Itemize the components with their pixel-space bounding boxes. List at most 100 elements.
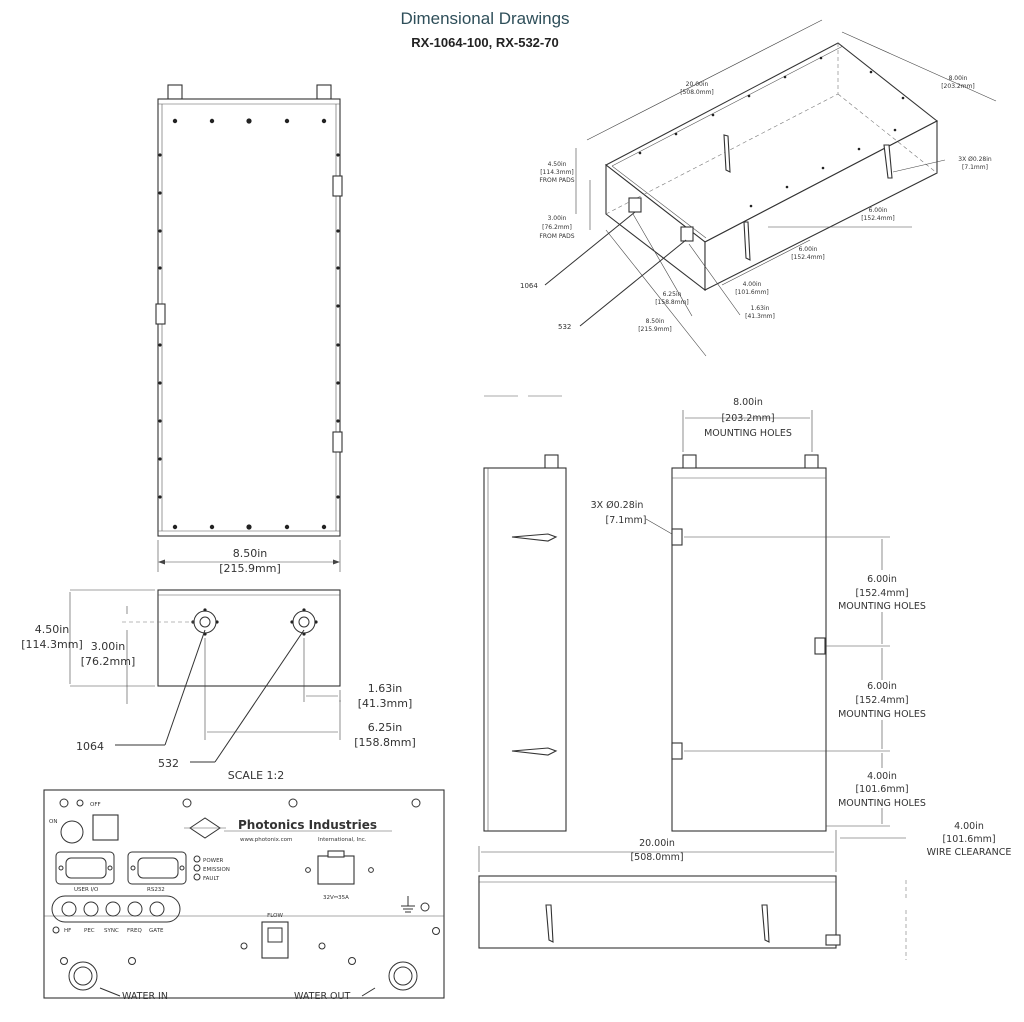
off-label: OFF <box>90 802 101 808</box>
top-width-mm: [215.9mm] <box>219 562 281 575</box>
bnc-pec-label: PEC <box>84 928 95 934</box>
side-hole-end-note: MOUNTING HOLES <box>838 798 926 809</box>
bnc-sync-label: SYNC <box>104 928 119 934</box>
usb-port <box>92 814 119 841</box>
front-port-height-mm: [76.2mm] <box>81 655 136 668</box>
iso-width-mm: [203.2mm] <box>941 83 975 90</box>
iso-length-mm: [508.0mm] <box>680 89 714 96</box>
drawing-title: Dimensional Drawings <box>400 9 570 28</box>
iso-port-spacing-inch: 6.25in <box>663 291 682 298</box>
iso-holes-mm: [7.1mm] <box>962 164 988 171</box>
water-out-label: WATER OUT <box>294 991 350 1002</box>
wire-clearance-mm: [101.6mm] <box>942 834 995 845</box>
company-name: Photonics Industries <box>238 818 377 832</box>
side-spacing-b-note: MOUNTING HOLES <box>838 709 926 720</box>
side-width-inch: 8.00in <box>733 397 763 408</box>
iso-port-height-mm: [76.2mm] <box>542 224 572 231</box>
key-switch <box>60 820 84 844</box>
scale-label: SCALE 1:2 <box>228 769 284 782</box>
top-width-inch: 8.50in <box>233 547 268 560</box>
water-fitting-right <box>316 84 332 100</box>
bottom-length-inch: 20.00in <box>639 838 675 849</box>
bottom-length-mm: [508.0mm] <box>630 852 683 863</box>
side-spacing-a-inch: 6.00in <box>867 574 897 585</box>
side-spacing-a-mm: [152.4mm] <box>855 588 908 599</box>
flow-switch <box>261 921 289 959</box>
iso-label-1064: 1064 <box>520 282 538 290</box>
iso-label-532: 532 <box>558 323 571 331</box>
front-port-spacing-mm: [158.8mm] <box>354 736 416 749</box>
front-port-spacing-inch: 6.25in <box>368 721 403 734</box>
side-holes-mm: [7.1mm] <box>605 515 646 526</box>
end-view-outline <box>483 467 567 832</box>
side-hole-end-inch: 4.00in <box>867 771 897 782</box>
front-height-inch: 4.50in <box>35 623 70 636</box>
iso-hole-end-mm: [101.6mm] <box>735 289 769 296</box>
company-intl: International, Inc. <box>318 837 367 843</box>
rs232-label: RS232 <box>147 887 165 893</box>
side-width-mm: [203.2mm] <box>721 413 774 424</box>
side-hole-end-mm: [101.6mm] <box>855 784 908 795</box>
front-port-offset-inch: 1.63in <box>368 682 403 695</box>
power-connector <box>317 855 355 885</box>
front-port-offset-mm: [41.3mm] <box>358 697 413 710</box>
fault-led-label: FAULT <box>203 876 220 882</box>
front-height-mm: [114.3mm] <box>21 638 83 651</box>
water-fitting-left <box>167 84 183 100</box>
iso-overall-width-inch: 8.50in <box>646 318 665 325</box>
side-view: 8.00in [203.2mm] MOUNTING HOLES 3X Ø0.28… <box>478 397 1012 960</box>
top-view: 8.50in [215.9mm] <box>155 84 343 575</box>
side-width-note: MOUNTING HOLES <box>704 428 792 439</box>
side-spacing-b-inch: 6.00in <box>867 681 897 692</box>
side-spacing-b-mm: [152.4mm] <box>855 695 908 706</box>
wire-clearance-inch: 4.00in <box>954 821 984 832</box>
front-port-height-inch: 3.00in <box>91 640 126 653</box>
water-out-fitting <box>388 961 418 991</box>
iso-height-mm: [114.3mm] <box>540 169 574 176</box>
iso-port-height-inch: 3.00in <box>548 215 567 222</box>
iso-width-inch: 8.00in <box>949 75 968 82</box>
iso-spacing-a-mm: [152.4mm] <box>861 215 895 222</box>
front-view-outline <box>157 589 341 687</box>
front-view: 4.50in [114.3mm] 3.00in [76.2mm] 1.63in … <box>21 589 416 782</box>
iso-spacing-b-inch: 6.00in <box>799 246 818 253</box>
water-in-label: WATER IN <box>122 991 168 1002</box>
iso-port-height-note: FROM PADS <box>539 233 574 240</box>
rear-panel: OFF ON Photonics Industries www.photonix… <box>43 789 445 1002</box>
company-website: www.photonix.com <box>240 837 292 843</box>
wire-clearance-note: WIRE CLEARANCE <box>927 847 1012 858</box>
flow-label: FLOW <box>267 913 283 919</box>
iso-spacing-b-mm: [152.4mm] <box>791 254 825 261</box>
side-view-outline <box>671 467 827 832</box>
top-view-outline <box>157 98 341 537</box>
bnc-freq-label: FREQ <box>127 928 142 934</box>
bottom-view-outline <box>478 875 837 949</box>
iso-height-inch: 4.50in <box>548 161 567 168</box>
model-numbers: RX-1064-100, RX-532-70 <box>411 35 559 50</box>
user-io-connector <box>65 857 107 879</box>
iso-holes-inch: 3X Ø0.28in <box>958 156 992 163</box>
iso-height-note: FROM PADS <box>539 177 574 184</box>
label-1064: 1064 <box>76 740 104 753</box>
iso-port-offset-inch: 1.63in <box>751 305 770 312</box>
emission-led-label: EMISSION <box>203 867 230 873</box>
power-rating: 32V⎓35A <box>323 895 349 901</box>
rs232-connector <box>137 857 179 879</box>
bnc-gate-label: GATE <box>149 928 164 934</box>
label-532: 532 <box>158 757 179 770</box>
iso-overall-width-mm: [215.9mm] <box>638 326 672 333</box>
isometric-view: 20.00in [508.0mm] 8.00in [203.2mm] 4.50i… <box>520 19 997 357</box>
bnc-hf-label: HF <box>64 928 71 934</box>
iso-hole-end-inch: 4.00in <box>743 281 762 288</box>
water-in-fitting <box>68 961 98 991</box>
on-label: ON <box>49 819 57 825</box>
user-io-label: USER I/O <box>74 887 99 893</box>
iso-length-inch: 20.00in <box>686 81 709 88</box>
power-led-label: POWER <box>203 858 224 864</box>
iso-port-offset-mm: [41.3mm] <box>745 313 775 320</box>
side-holes-inch: 3X Ø0.28in <box>591 500 644 511</box>
iso-spacing-a-inch: 6.00in <box>869 207 888 214</box>
iso-port-spacing-mm: [158.8mm] <box>655 299 689 306</box>
side-spacing-a-note: MOUNTING HOLES <box>838 601 926 612</box>
